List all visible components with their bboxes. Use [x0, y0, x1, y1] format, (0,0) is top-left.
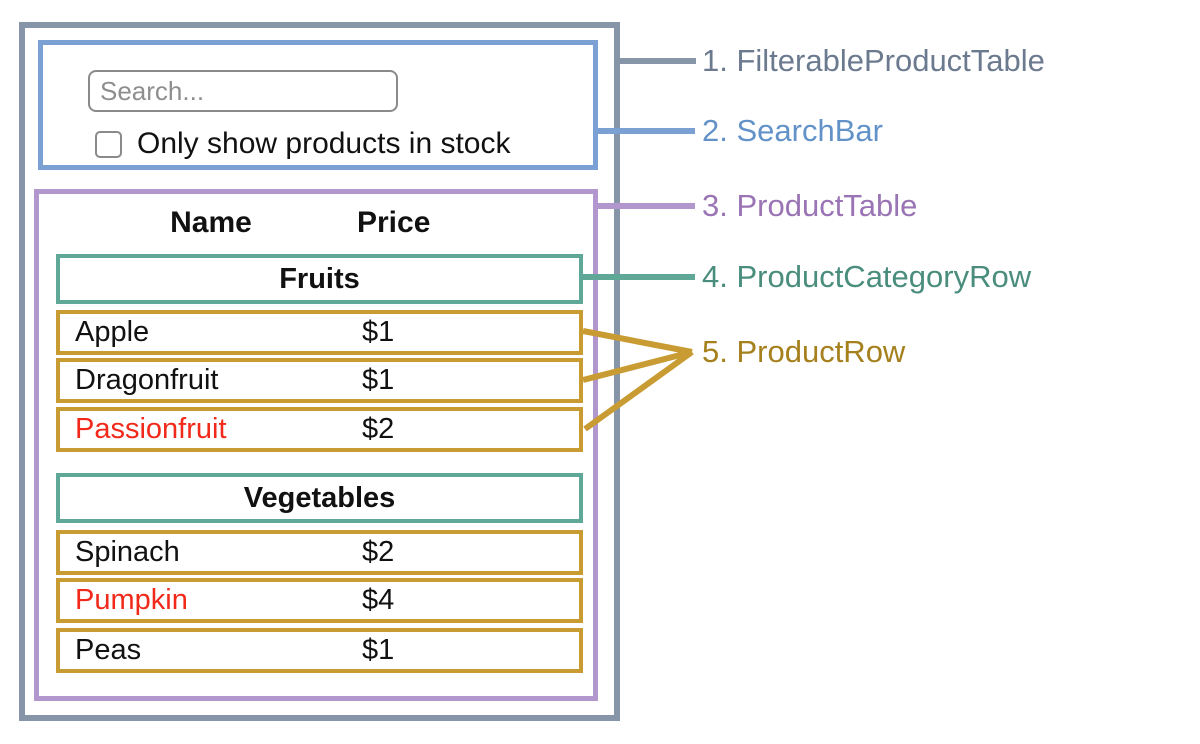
category-label: Fruits [279, 262, 360, 295]
search-input[interactable] [88, 70, 398, 112]
legend-product-row: 5. ProductRow [702, 334, 906, 369]
product-name: Pumpkin [75, 584, 188, 616]
product-price: $1 [362, 316, 395, 348]
legend-product-category-row: 4. ProductCategoryRow [702, 259, 1032, 294]
search-bar-box: Only show products in stock [38, 40, 598, 170]
connector-line-product-table [596, 203, 695, 209]
product-price: $1 [362, 634, 395, 666]
product-name: Dragonfruit [75, 364, 219, 396]
connector-line-filterable-product-table [616, 58, 696, 64]
name-column-header: Name [170, 206, 252, 239]
in-stock-filter[interactable]: Only show products in stock [95, 127, 511, 161]
product-price: $4 [362, 584, 395, 616]
product-price: $2 [362, 413, 395, 445]
connector-line-search-bar [596, 128, 695, 134]
product-row-passionfruit: Passionfruit $2 [56, 407, 583, 452]
category-label: Vegetables [243, 481, 396, 514]
product-table-box: Name Price Fruits Apple $1 Dragonfruit $… [34, 189, 598, 701]
product-row-pumpkin: Pumpkin $4 [56, 578, 583, 623]
product-row-apple: Apple $1 [56, 310, 583, 355]
in-stock-checkbox-label: Only show products in stock [137, 127, 511, 160]
product-name: Passionfruit [75, 413, 227, 445]
product-price: $2 [362, 536, 395, 568]
connector-lines-product-rows [582, 328, 694, 432]
product-name: Spinach [75, 536, 180, 568]
category-row-fruits: Fruits [56, 254, 583, 304]
product-name: Apple [75, 316, 150, 348]
product-price: $1 [362, 364, 395, 396]
product-row-peas: Peas $1 [56, 628, 583, 673]
legend-filterable-product-table: 1. FilterableProductTable [702, 43, 1045, 78]
legend-search-bar: 2. SearchBar [702, 113, 883, 148]
product-row-dragonfruit: Dragonfruit $1 [56, 358, 583, 403]
price-column-header: Price [357, 206, 431, 239]
product-row-spinach: Spinach $2 [56, 530, 583, 575]
legend-product-table: 3. ProductTable [702, 188, 918, 223]
filterable-product-table-box: Only show products in stock Name Price F… [19, 22, 620, 721]
category-row-vegetables: Vegetables [56, 473, 583, 523]
in-stock-checkbox[interactable] [95, 130, 122, 158]
connector-line-product-category-row [581, 274, 695, 280]
product-name: Peas [75, 634, 142, 666]
